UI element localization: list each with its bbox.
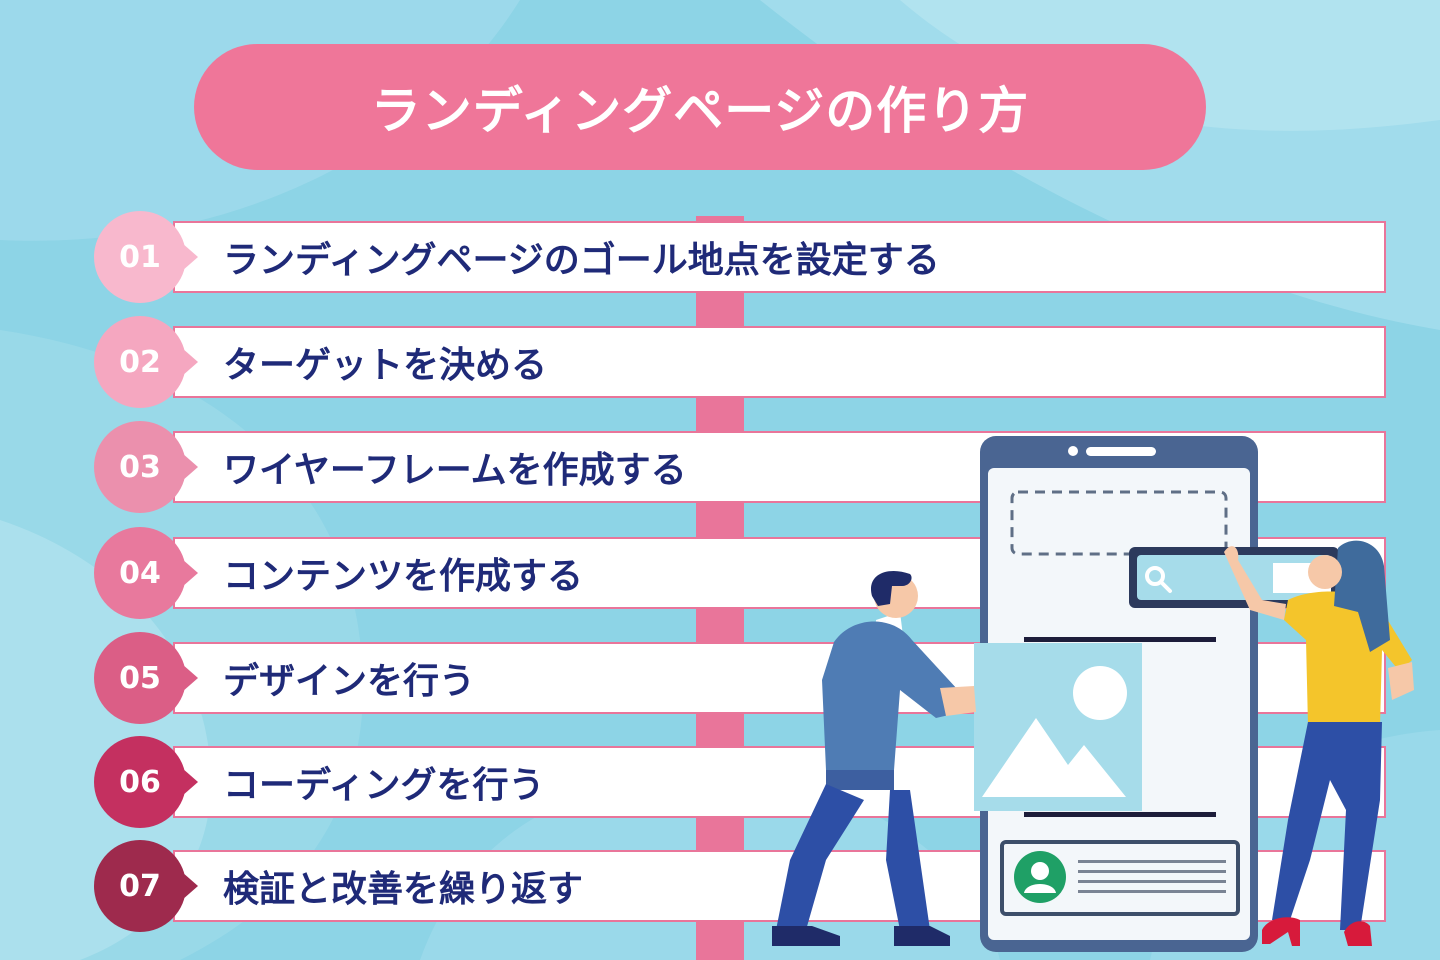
- step-number: 06: [119, 764, 161, 800]
- step-number: 05: [119, 660, 161, 696]
- page-title: ランディングページの作り方: [370, 82, 1030, 140]
- image-placeholder-icon: [974, 643, 1142, 811]
- step-label: 検証と改善を繰り返す: [223, 869, 584, 910]
- step-number-badge: 07: [94, 840, 198, 932]
- step-label: ワイヤーフレームを作成する: [223, 450, 687, 491]
- step-label: ランディングページのゴール地点を設定する: [223, 240, 940, 281]
- step-02: ターゲットを決める 02: [0, 314, 1440, 410]
- woman-figure: [1224, 540, 1414, 946]
- step-label: コーディングを行う: [223, 765, 545, 806]
- step-number-badge: 02: [94, 316, 198, 408]
- step-number: 02: [119, 344, 161, 380]
- search-bar-graphic: [1129, 547, 1339, 608]
- user-avatar-icon: [1014, 851, 1066, 903]
- search-icon: [1145, 566, 1172, 593]
- step-01: ランディングページのゴール地点を設定する 01: [0, 209, 1440, 305]
- step-bar: ターゲットを決める: [173, 326, 1386, 398]
- step-label: コンテンツを作成する: [223, 556, 584, 597]
- step-number-badge: 03: [94, 421, 198, 513]
- step-number: 04: [119, 555, 161, 591]
- step-number: 01: [119, 239, 161, 275]
- step-bar: ランディングページのゴール地点を設定する: [173, 221, 1386, 293]
- step-number-badge: 01: [94, 211, 198, 303]
- step-number: 07: [119, 868, 161, 904]
- man-figure: [772, 570, 976, 946]
- title-banner: ランディングページの作り方: [194, 44, 1206, 170]
- step-number-badge: 04: [94, 527, 198, 619]
- step-number-badge: 06: [94, 736, 198, 828]
- step-number: 03: [119, 449, 161, 485]
- step-label: ターゲットを決める: [223, 345, 548, 386]
- step-label: デザインを行う: [223, 661, 476, 702]
- step-number-badge: 05: [94, 632, 198, 724]
